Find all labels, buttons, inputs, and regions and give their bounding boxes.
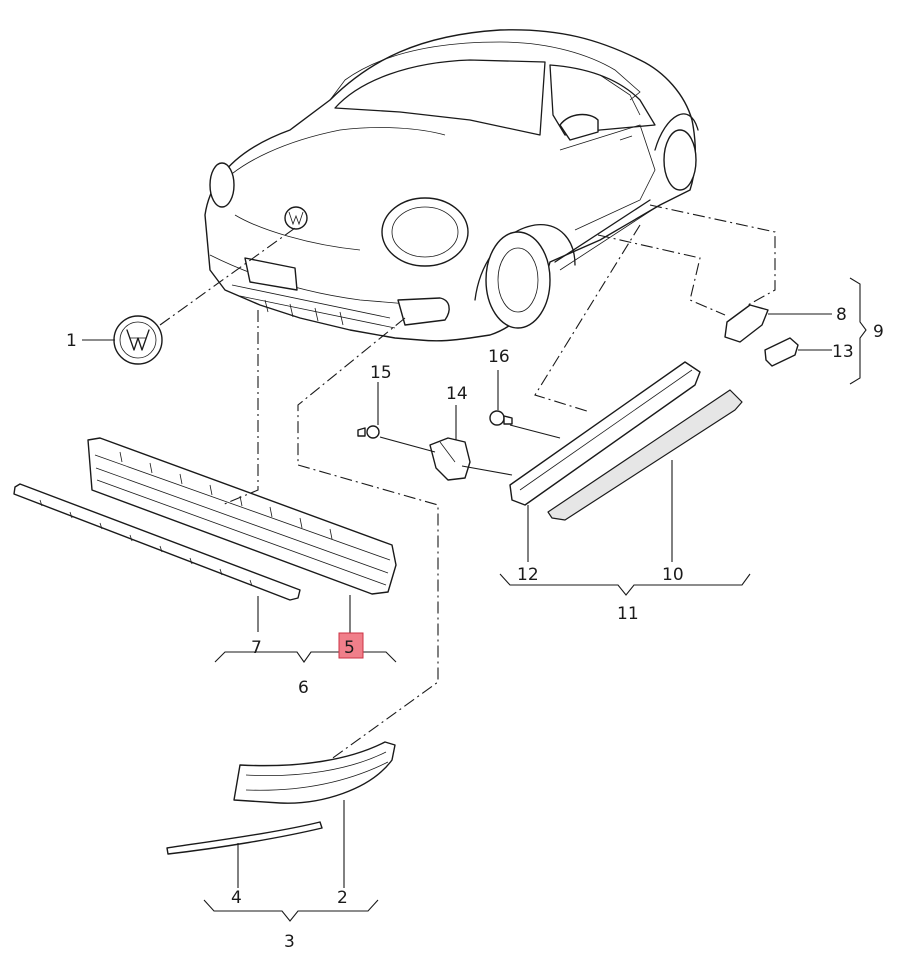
callout-16: 16 <box>488 347 510 367</box>
fog-cover-part <box>166 741 396 855</box>
group-brackets <box>203 277 867 922</box>
part-5-highlight <box>338 632 364 659</box>
side-sill-part <box>509 361 743 521</box>
callout-3: 3 <box>284 932 295 952</box>
callout-9: 9 <box>873 322 884 342</box>
callout-6: 6 <box>298 678 309 698</box>
callout-8: 8 <box>836 305 847 325</box>
callout-2: 2 <box>337 888 348 908</box>
dashed-connectors <box>159 204 776 761</box>
callout-12: 12 <box>517 565 539 585</box>
callout-15: 15 <box>370 363 392 383</box>
callout-7: 7 <box>251 638 262 658</box>
small-parts <box>357 304 799 481</box>
grille-part <box>87 437 397 595</box>
callout-4: 4 <box>231 888 242 908</box>
callout-13: 13 <box>832 342 854 362</box>
callout-1: 1 <box>66 331 77 351</box>
callout-14: 14 <box>446 384 468 404</box>
leader-lines <box>82 313 832 888</box>
callout-11: 11 <box>617 604 639 624</box>
trim-strip-part <box>13 483 301 601</box>
car-illustration <box>204 29 699 342</box>
emblem-part <box>113 315 163 365</box>
callout-numbers: 1 2 3 4 5 6 7 8 9 10 11 12 13 14 15 16 <box>66 305 884 952</box>
callout-5: 5 <box>344 638 355 658</box>
callout-10: 10 <box>662 565 684 585</box>
